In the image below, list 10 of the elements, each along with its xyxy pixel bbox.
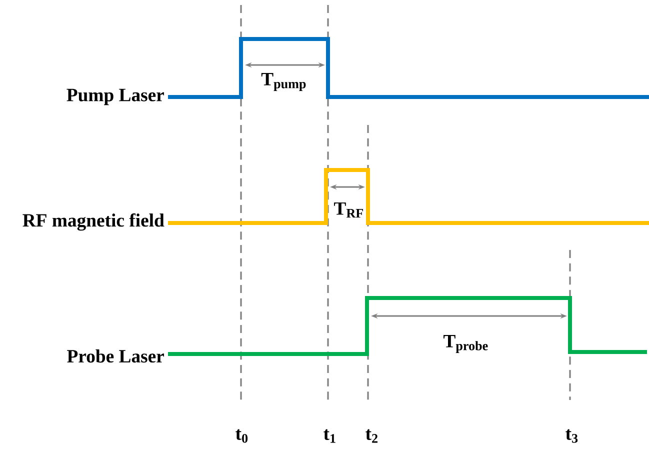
signal-label: Pump Laser xyxy=(66,88,164,106)
duration-label: T$_{pump}$ xyxy=(261,73,306,91)
duration-label: T$_{probe}$ xyxy=(444,335,488,353)
duration-label: T$_{RF}$ xyxy=(334,202,363,218)
time-label: t$_{1}$ xyxy=(324,429,336,443)
time-label: t$_{3}$ xyxy=(566,429,578,443)
signal-label: RF magnetic field xyxy=(22,213,164,231)
time-label: t$_{2}$ xyxy=(366,429,378,443)
time-label: t$_{0}$ xyxy=(236,429,248,443)
signal-label: Probe Laser xyxy=(67,349,164,363)
